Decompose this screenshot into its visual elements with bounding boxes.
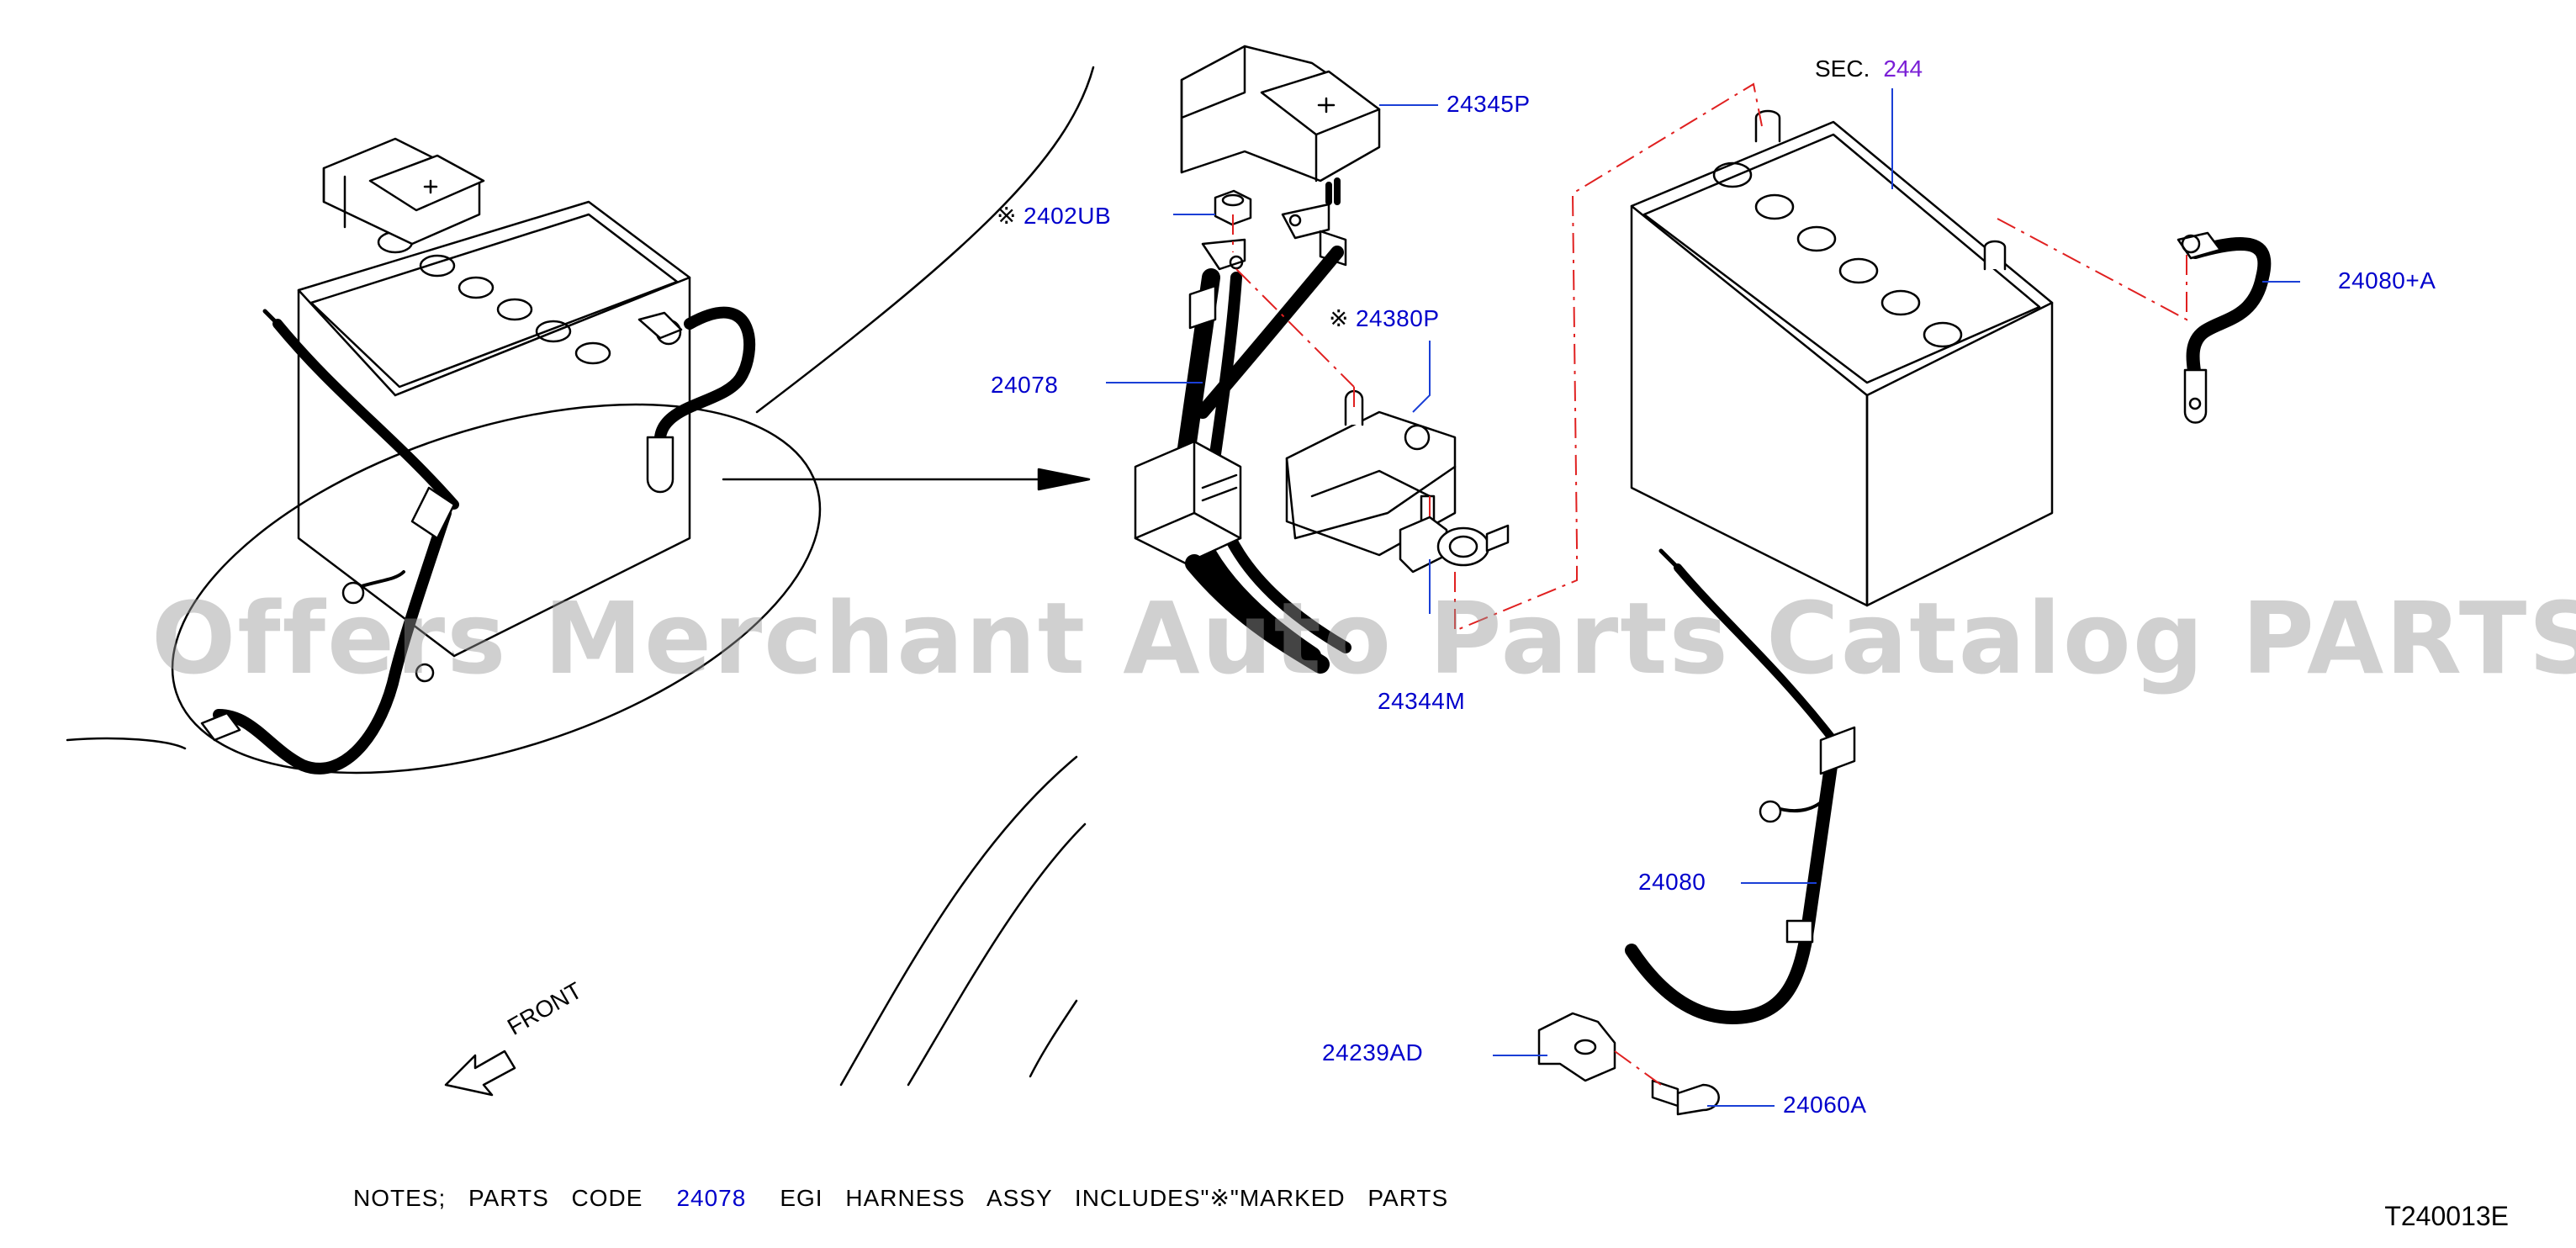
marked-part-symbol: ※	[1329, 305, 1349, 331]
bolt-24060A	[1651, 1079, 1720, 1116]
part-label-24239AD[interactable]: 24239AD	[1322, 1039, 1424, 1066]
notes-prefix: NOTES; PARTS CODE	[353, 1185, 643, 1211]
front-arrow-icon	[444, 1050, 516, 1097]
battery-terminal-24344M	[1399, 516, 1510, 574]
part-label-24080A[interactable]: 24080+A	[2338, 267, 2436, 293]
fusible-link-24380P	[1285, 389, 1457, 557]
sec-link-244[interactable]: 244	[1883, 56, 1923, 82]
part-label-24380P-text: 24380P	[1355, 305, 1440, 331]
diagram-code: T240013E	[2384, 1201, 2509, 1231]
harness-24078	[1134, 238, 1351, 674]
cable-24080A	[2177, 231, 2272, 424]
part-label-2402UB-text: 2402UB	[1023, 203, 1112, 229]
part-label-24060A[interactable]: 24060A	[1783, 1092, 1867, 1118]
part-label-24345P[interactable]: 24345P	[1447, 91, 1531, 117]
overview-battery	[297, 137, 691, 658]
marked-part-symbol: ※	[997, 203, 1017, 229]
terminal-cover-24345P	[1180, 45, 1381, 182]
leader-lines	[1106, 88, 2300, 1107]
cable-24080	[1625, 548, 1856, 1024]
assembly-dash-lines	[1232, 82, 2187, 1086]
sec-reference: SEC. 244	[1815, 56, 1923, 82]
battery-sec-244	[1630, 109, 2054, 607]
part-label-24078[interactable]: 24078	[991, 372, 1059, 398]
sec-label: SEC.	[1815, 56, 1870, 82]
notes-line: NOTES; PARTS CODE 24078 EGI HARNESS ASSY I…	[353, 1184, 1448, 1212]
notes-suffix: EGI HARNESS ASSY INCLUDES"※"MARKED PARTS	[780, 1185, 1449, 1211]
notes-parts-code-link[interactable]: 24078	[676, 1185, 747, 1211]
part-label-24380P[interactable]: ※24380P	[1329, 304, 1440, 332]
bracket-24239AD	[1537, 1012, 1616, 1082]
part-label-2402UB[interactable]: ※2402UB	[997, 202, 1111, 230]
overview-callout-ellipse	[171, 403, 822, 775]
part-label-24080[interactable]: 24080	[1638, 869, 1706, 895]
overview-cables	[200, 306, 756, 775]
part-label-24344M[interactable]: 24344M	[1378, 688, 1466, 714]
